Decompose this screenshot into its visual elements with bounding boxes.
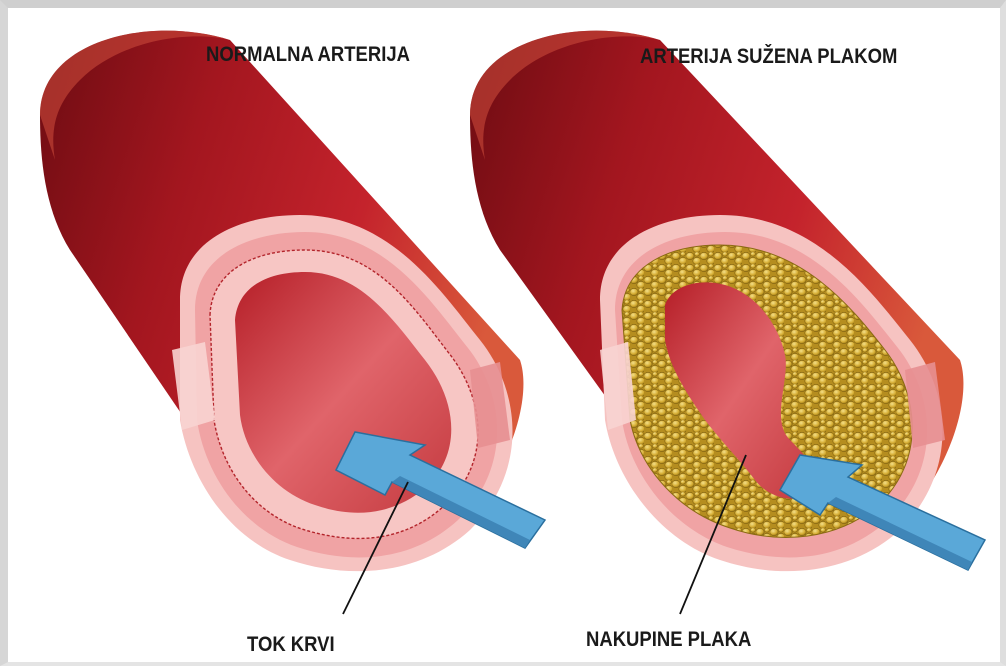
title-normal-artery: NORMALNA ARTERIJA xyxy=(206,43,410,67)
callout-blood-flow: TOK KRVI xyxy=(247,633,335,657)
title-narrowed-artery: ARTERIJA SUŽENA PLAKOM xyxy=(640,45,897,69)
artery-plaque xyxy=(470,31,963,572)
callout-plaque-deposits: NAKUPINE PLAKA xyxy=(586,628,751,652)
